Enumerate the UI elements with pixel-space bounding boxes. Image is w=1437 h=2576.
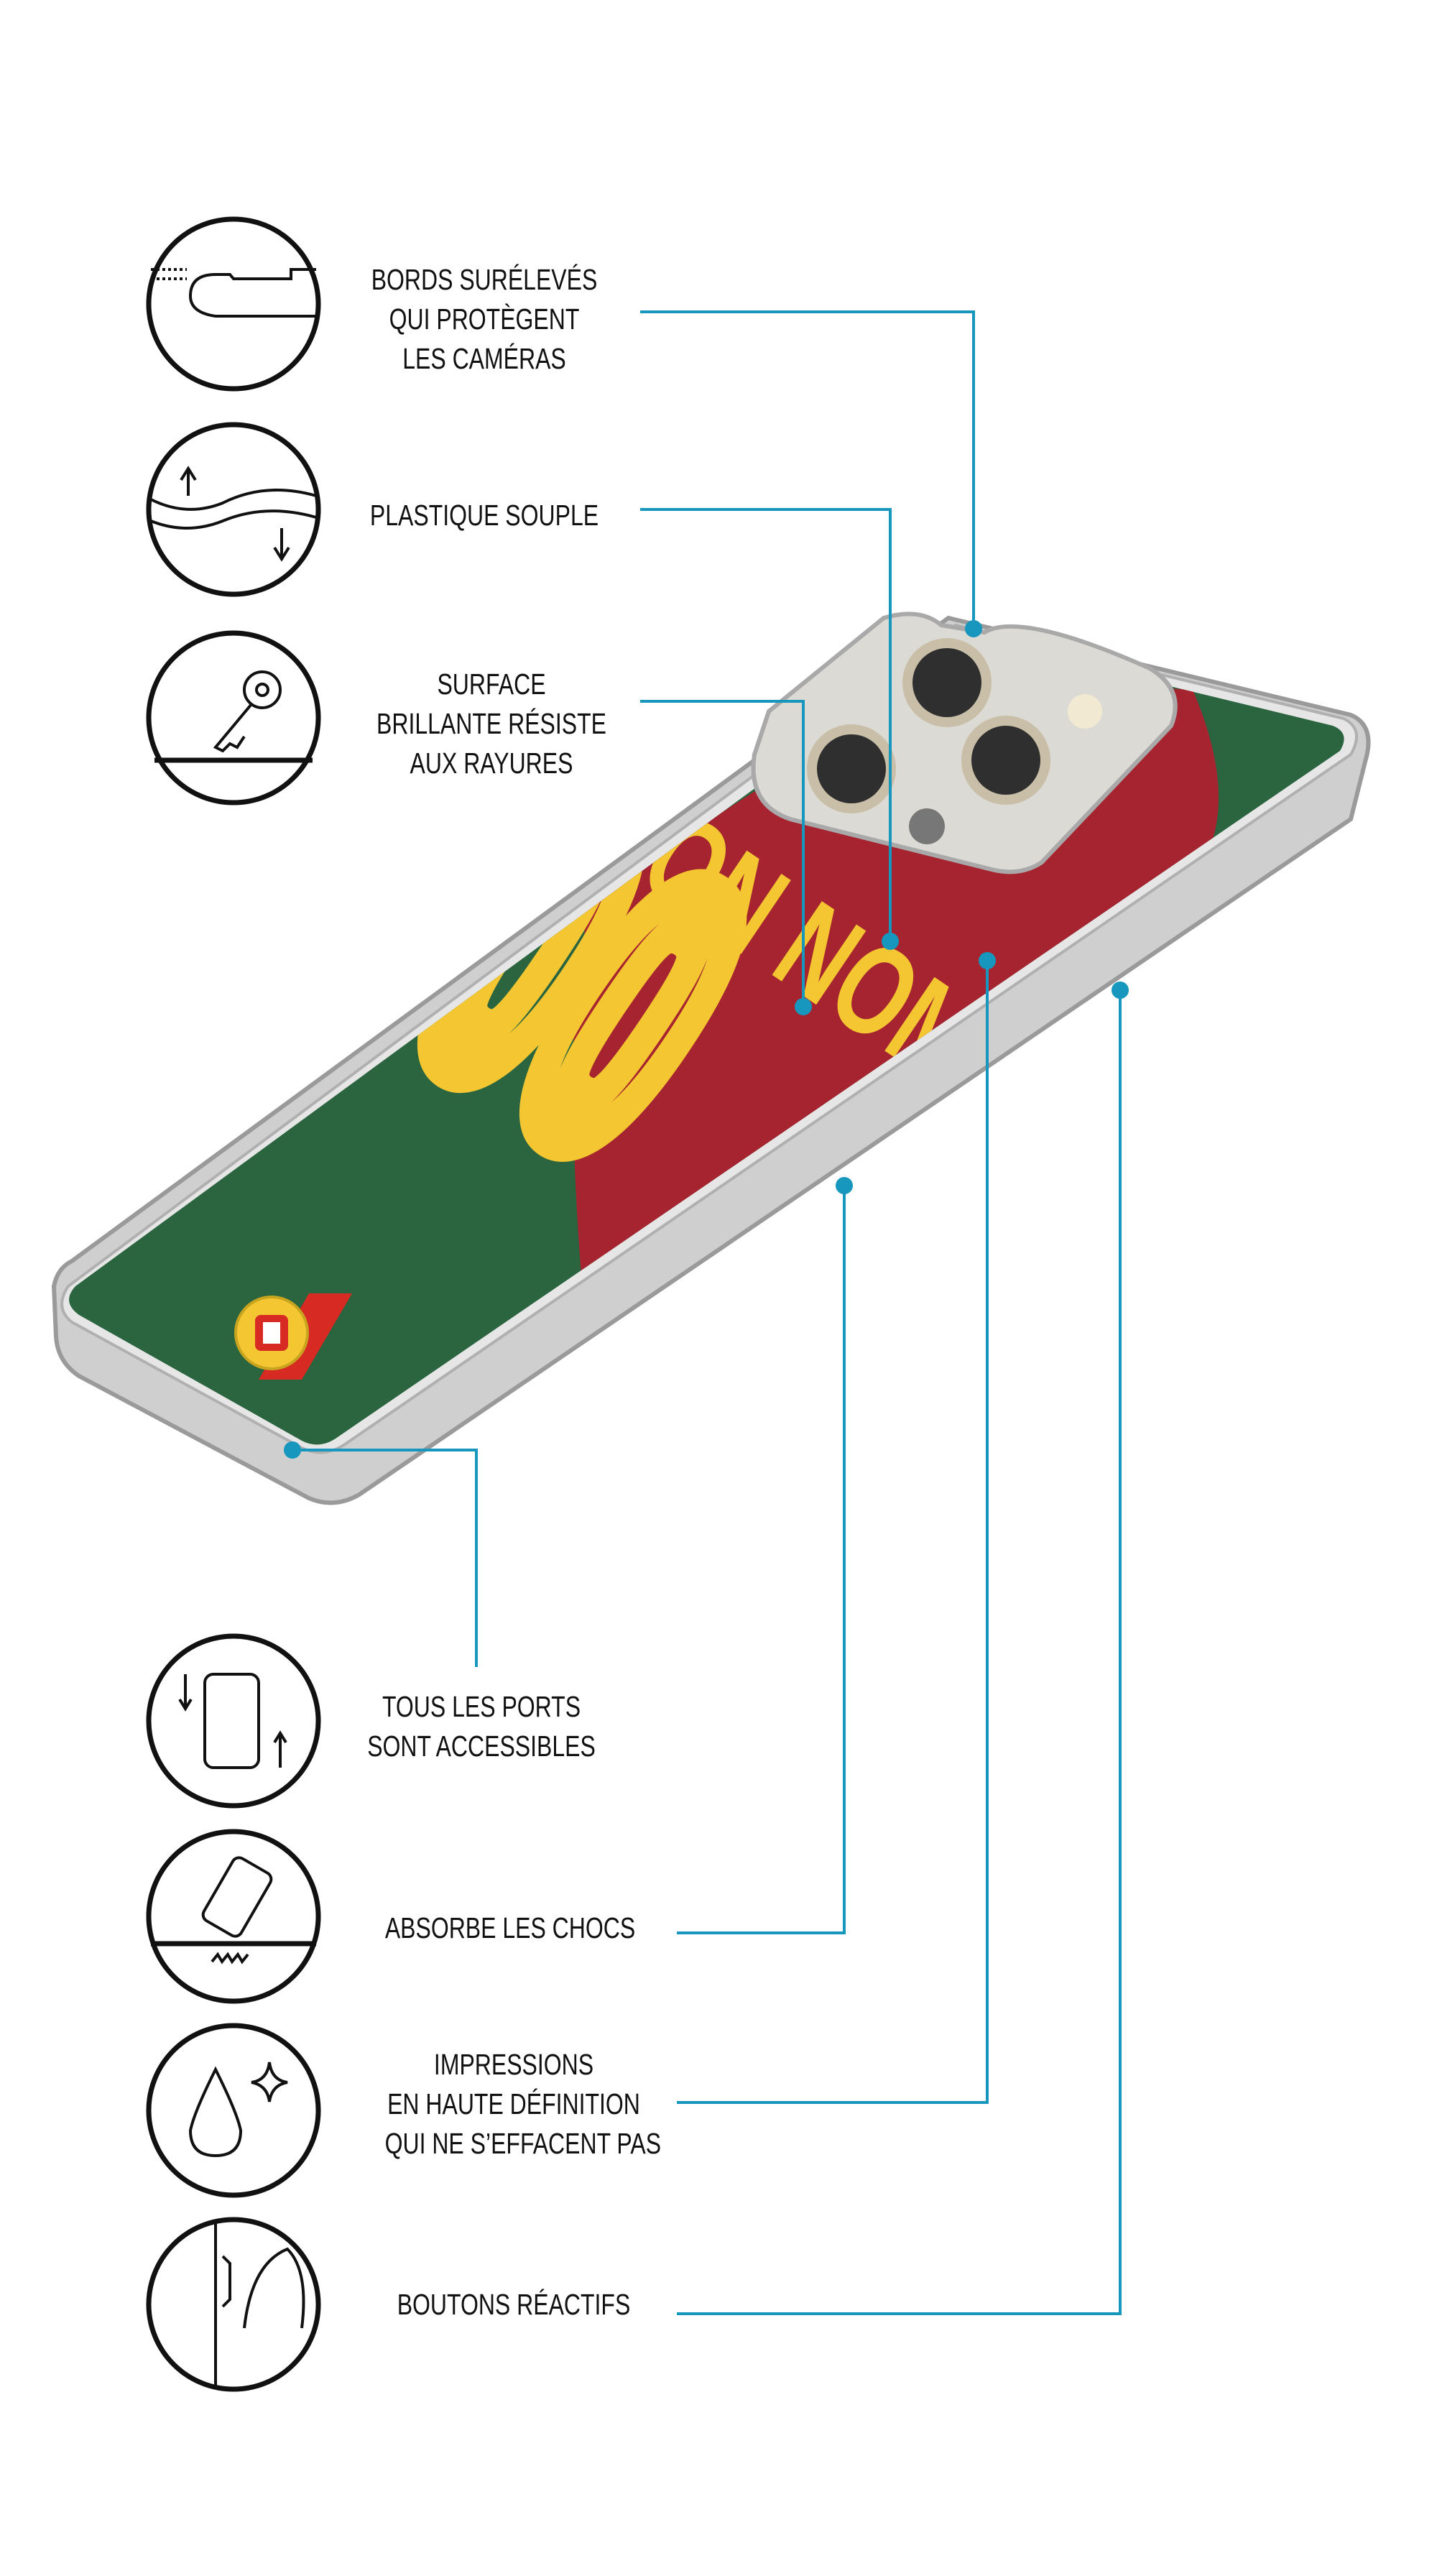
camera-bump	[751, 611, 1178, 874]
water-drop-sparkle-icon	[146, 2023, 321, 2198]
label-line: SURFACE	[437, 668, 546, 701]
feature-label-scratch-resistant: SURFACE BRILLANTE RÉSISTE AUX RAYURES	[326, 665, 657, 783]
label-line: BORDS SURÉLEVÉS	[371, 263, 598, 296]
label-line: QUI PROTÈGENT	[389, 303, 580, 336]
label-line: IMPRESSIONS	[433, 2048, 594, 2081]
key-scratch-icon	[146, 630, 321, 805]
label-line: BRILLANTE RÉSISTE	[376, 707, 606, 740]
label-line: QUI NE S’EFFACENT PAS	[384, 2127, 662, 2160]
label-line: PLASTIQUE SOUPLE	[369, 499, 599, 532]
feature-label-flexible-plastic: PLASTIQUE SOUPLE	[319, 496, 650, 535]
raised-edge-icon	[146, 216, 321, 392]
phone-rotate-icon	[146, 1633, 321, 1809]
flexible-wave-icon	[146, 422, 321, 597]
phone-case: TON NOM 00	[51, 611, 1371, 1505]
feature-label-ports: TOUS LES PORTS SONT ACCESSIBLES	[316, 1687, 647, 1766]
feature-label-shock: ABSORBE LES CHOCS	[345, 1908, 675, 1948]
label-line: SONT ACCESSIBLES	[367, 1730, 596, 1763]
phone-shock-icon	[146, 1829, 321, 2004]
label-line: AUX RAYURES	[410, 747, 573, 780]
portugal-crest-icon	[234, 1293, 352, 1380]
feature-label-raised-edges: BORDS SURÉLEVÉS QUI PROTÈGENT LES CAMÉRA…	[319, 260, 650, 379]
label-line: TOUS LES PORTS	[382, 1690, 581, 1723]
label-line: LES CAMÉRAS	[402, 342, 566, 375]
label-line: ABSORBE LES CHOCS	[384, 1911, 636, 1944]
side-buttons-icon	[146, 2217, 321, 2392]
label-line: BOUTONS RÉACTIFS	[397, 2288, 631, 2321]
feature-label-hd-print: IMPRESSIONS EN HAUTE DÉFINITION QUI NE S…	[348, 2045, 679, 2164]
jersey-print: TON NOM 00	[69, 636, 1344, 1445]
feature-label-buttons: BOUTONS RÉACTIFS	[348, 2285, 679, 2325]
label-line: EN HAUTE DÉFINITION	[387, 2087, 640, 2120]
callout-lines	[284, 310, 1129, 2315]
